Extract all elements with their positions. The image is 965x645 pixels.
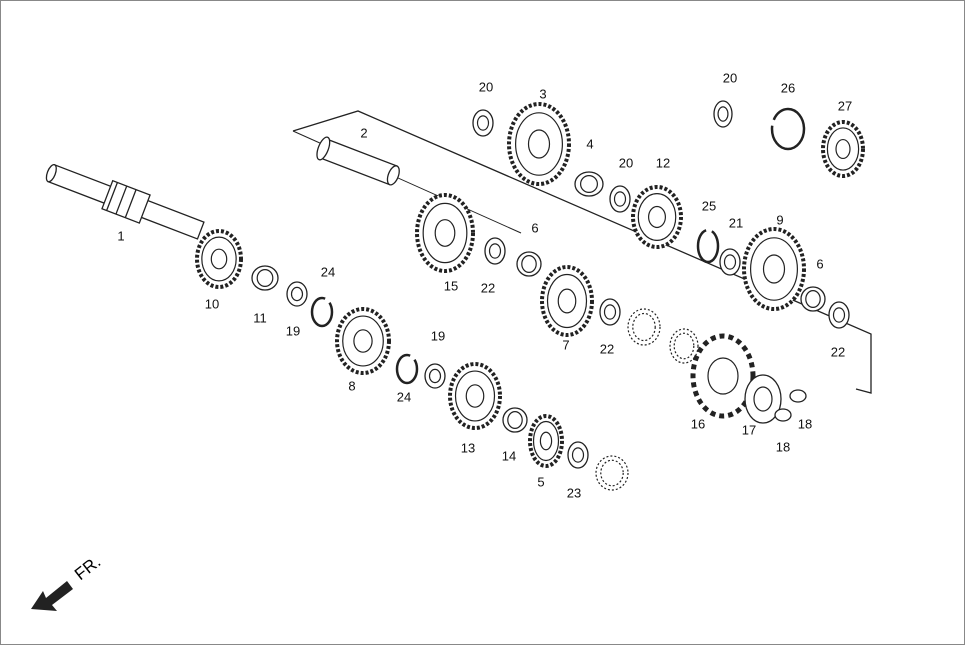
washer-part	[719, 248, 741, 276]
gear-part	[448, 362, 502, 430]
bearing-part	[251, 265, 279, 291]
main-shaft	[45, 163, 205, 240]
washer-part	[484, 237, 506, 265]
part-label: 22	[480, 280, 496, 296]
part-label: 8	[348, 378, 356, 394]
gear-part	[335, 307, 391, 375]
part-label: 19	[285, 323, 301, 339]
assembly-outline	[292, 110, 872, 394]
part-label: 20	[618, 155, 634, 171]
bolt-part	[774, 408, 792, 422]
part-label: 13	[460, 440, 476, 456]
front-direction-arrow	[31, 581, 73, 611]
gear-part	[821, 120, 865, 178]
part-label: 20	[722, 70, 738, 86]
washer-part	[599, 298, 621, 326]
washer-part	[424, 363, 446, 389]
part-label: 26	[780, 80, 796, 96]
part-label: 22	[830, 344, 846, 360]
clip-part	[395, 353, 419, 385]
gear-part	[415, 193, 475, 273]
washer-part	[286, 281, 308, 307]
washer-part	[609, 185, 631, 213]
clip-part	[310, 296, 334, 328]
cage-part	[595, 455, 629, 491]
washer-part	[828, 301, 850, 329]
gear-part	[540, 265, 594, 337]
gear-part	[507, 102, 571, 186]
part-label: 19	[430, 328, 446, 344]
part-label: 24	[396, 389, 412, 405]
part-label: 3	[539, 86, 547, 102]
plate-part	[744, 374, 782, 424]
bearing-part	[574, 171, 604, 197]
bolt-part	[789, 389, 807, 403]
part-label: 25	[701, 198, 717, 214]
washer-part	[713, 100, 733, 128]
washer-part	[472, 109, 494, 137]
part-label: 18	[775, 439, 791, 455]
part-label: 4	[586, 136, 594, 152]
bearing-part	[800, 286, 826, 312]
part-label: 23	[566, 485, 582, 501]
part-label: 14	[501, 448, 517, 464]
sprocket-part	[690, 333, 756, 419]
part-label: 5	[537, 474, 545, 490]
part-label: 15	[443, 278, 459, 294]
part-label: 6	[816, 256, 824, 272]
cage-part	[627, 308, 661, 346]
part-label: 10	[204, 296, 220, 312]
part-label: 2	[360, 125, 368, 141]
part-label: 7	[562, 337, 570, 353]
gear-part	[195, 229, 243, 289]
clip-part	[696, 228, 720, 264]
part-label: 18	[797, 416, 813, 432]
washer-part	[567, 441, 589, 469]
clip-part	[770, 107, 806, 151]
part-label: 21	[728, 215, 744, 231]
part-label: 1	[117, 228, 125, 244]
part-label: 24	[320, 264, 336, 280]
bearing-part	[502, 407, 528, 433]
part-label: 27	[837, 98, 853, 114]
part-label: 12	[655, 155, 671, 171]
part-label: 9	[776, 212, 784, 228]
part-label: 22	[599, 341, 615, 357]
shaft-pin	[316, 136, 400, 186]
part-label: 20	[478, 79, 494, 95]
part-label: 11	[253, 310, 267, 326]
part-label: 17	[741, 422, 757, 438]
gear-part	[631, 185, 683, 249]
part-label: 16	[690, 416, 706, 432]
gear-part	[528, 414, 564, 468]
bearing-part	[516, 251, 542, 277]
cage-part	[669, 328, 699, 364]
part-label: 6	[531, 220, 539, 236]
gear-part	[742, 227, 806, 311]
